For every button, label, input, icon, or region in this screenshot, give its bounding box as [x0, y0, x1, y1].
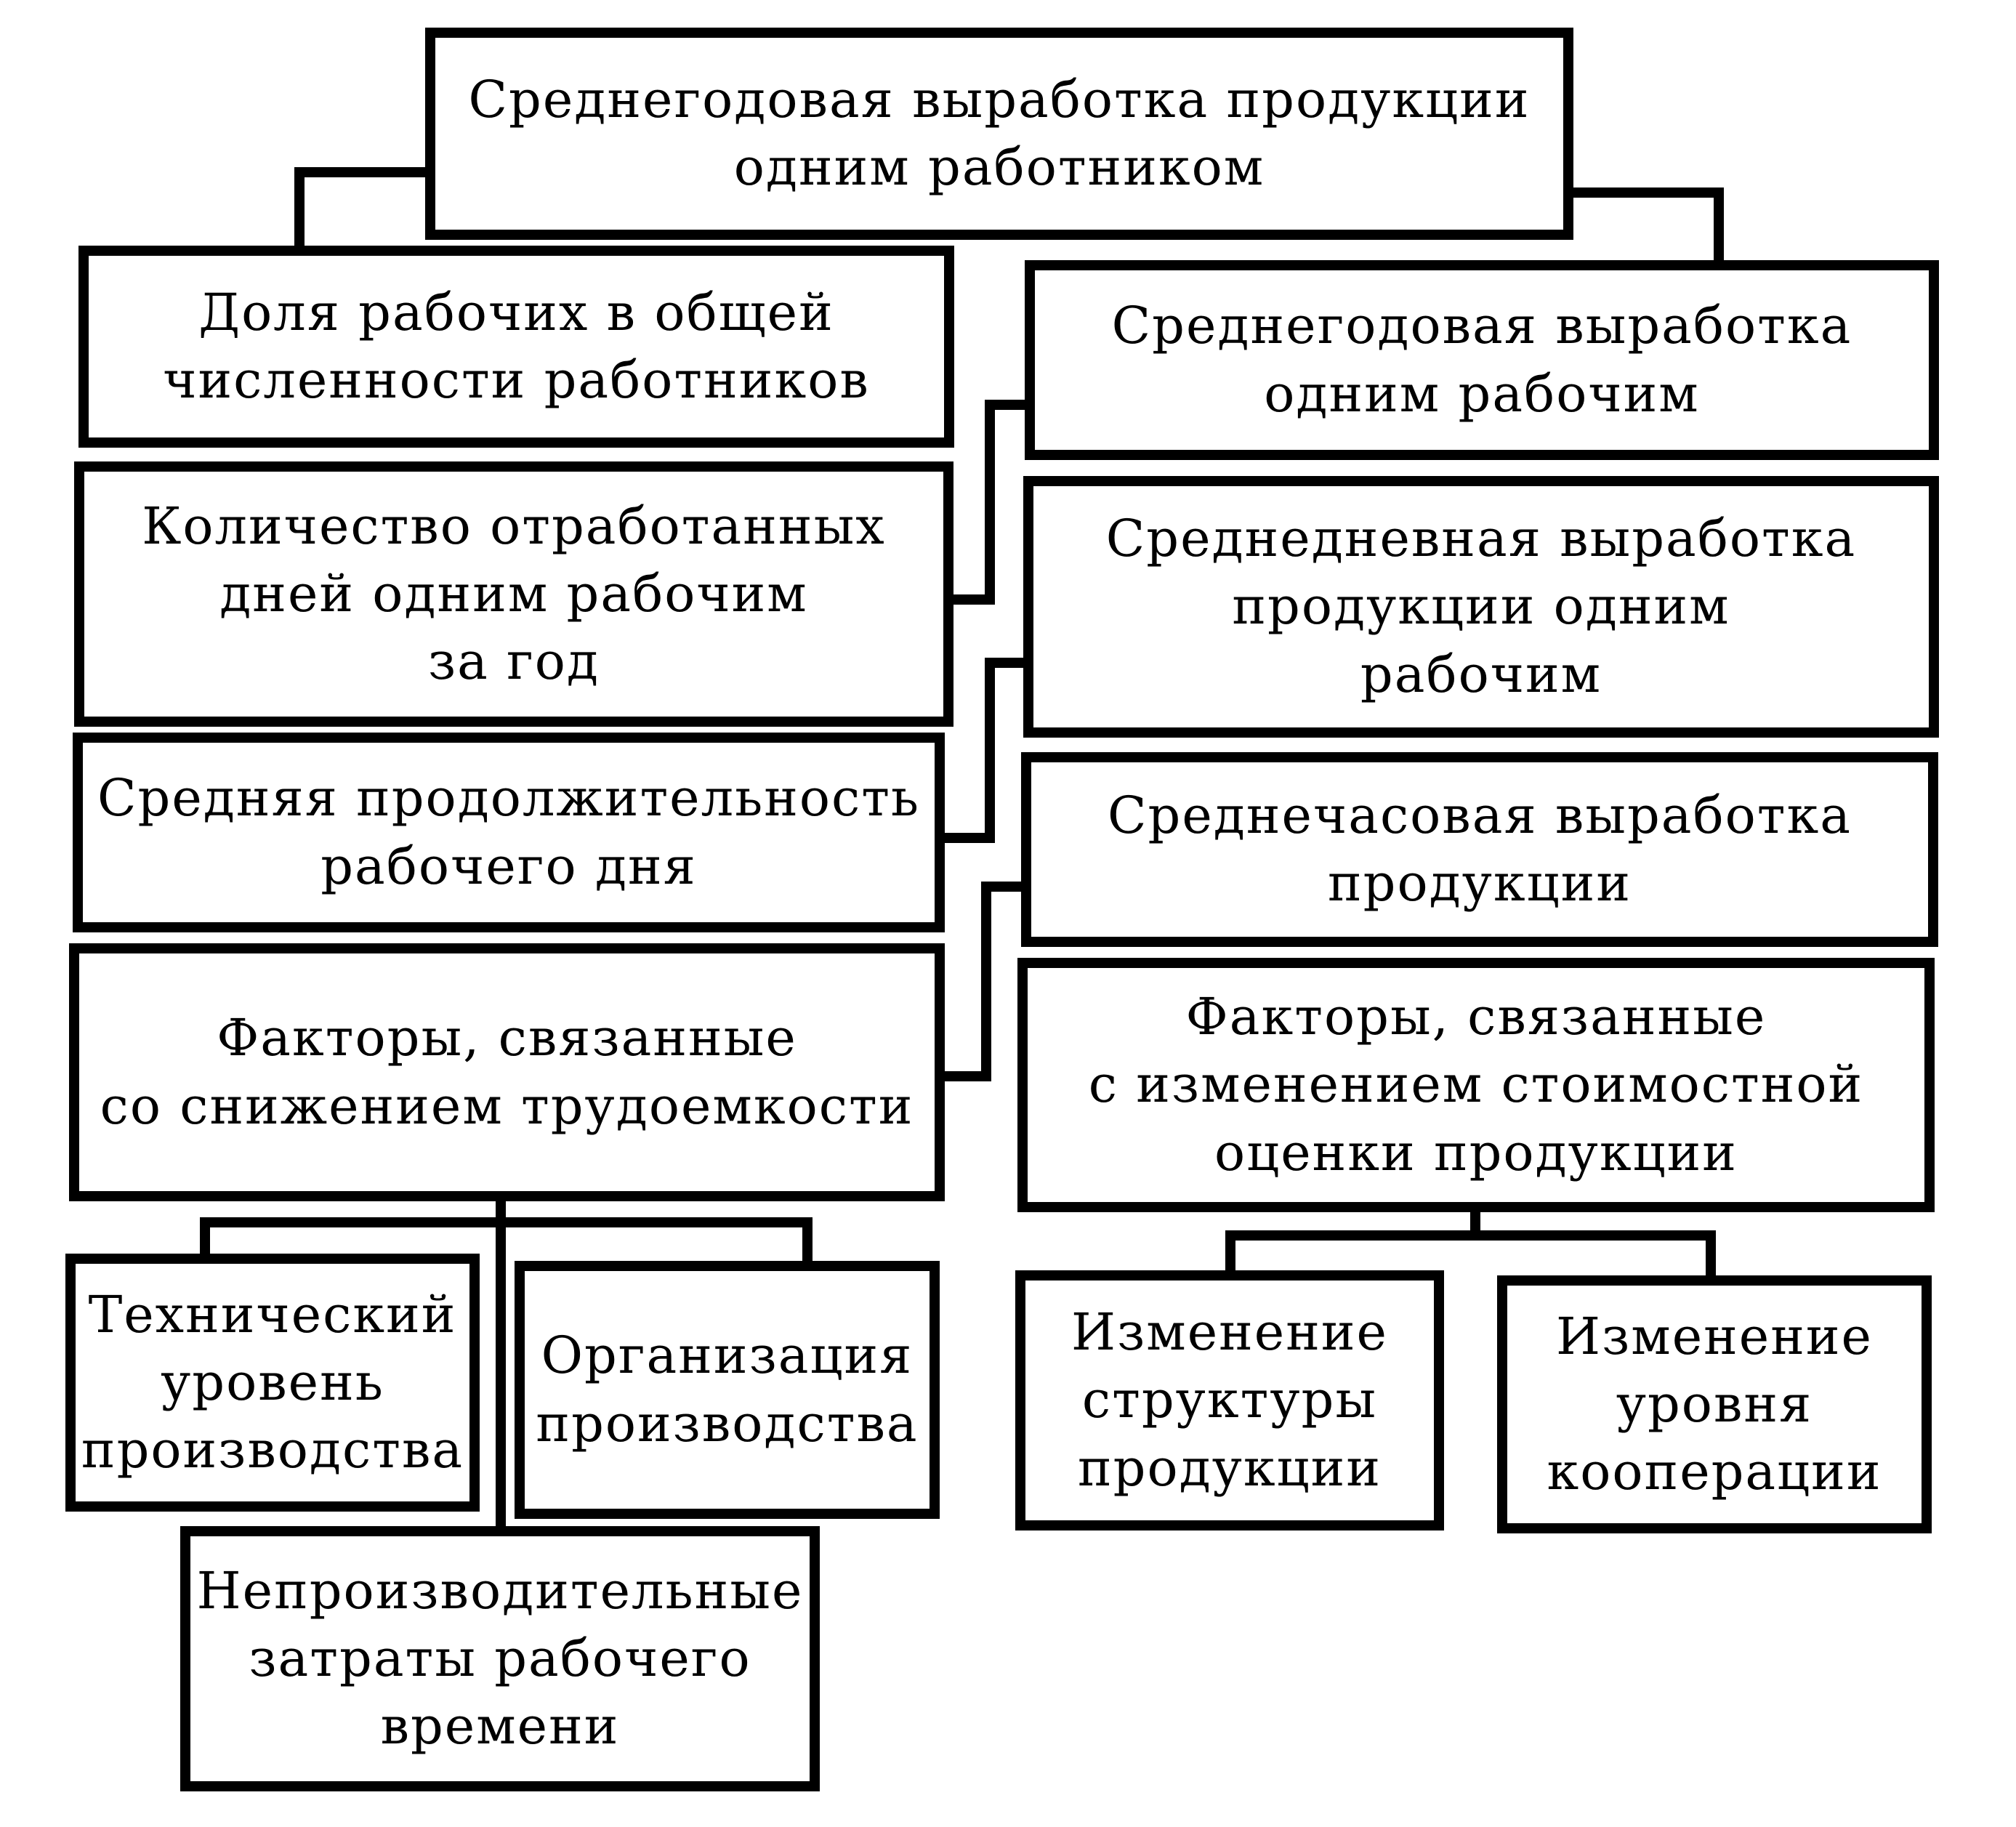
connector-line: [496, 1195, 506, 1541]
annual-output-per-worker-label: Среднегодовая выработка одним рабочим: [1111, 296, 1852, 424]
connector-line: [1714, 187, 1724, 269]
connector-line: [294, 167, 432, 177]
days-worked-label: Количество отработанных дней одним рабоч…: [142, 496, 886, 692]
connector-line: [802, 1217, 813, 1268]
connector-line: [940, 1071, 991, 1081]
daily-output-box: Среднедневная выработка продукции одним …: [1023, 476, 1939, 738]
connector-line: [941, 833, 995, 843]
labor-intensity-factors-label: Факторы, связанные со снижением трудоемк…: [100, 1008, 914, 1136]
technical-level-label: Технический уровень производства: [81, 1284, 464, 1480]
annual-output-per-worker-box: Среднегодовая выработка одним рабочим: [1025, 260, 1939, 460]
value-factors-box: Факторы, связанные с изменением стоимост…: [1017, 958, 1935, 1212]
worker-share-box: Доля рабочих в общей численности работни…: [78, 246, 954, 448]
connector-line: [1706, 1230, 1716, 1281]
connector-line: [1225, 1230, 1235, 1278]
unproductive-time-box: Непроизводительные затраты рабочего врем…: [180, 1526, 820, 1791]
unproductive-time-label: Непроизводительные затраты рабочего врем…: [196, 1560, 804, 1757]
hourly-output-label: Среднечасовая выработка продукции: [1107, 785, 1852, 913]
connector-line: [981, 882, 991, 1081]
days-worked-box: Количество отработанных дней одним рабоч…: [74, 461, 953, 727]
technical-level-box: Технический уровень производства: [65, 1254, 480, 1512]
production-organization-box: Организация производства: [515, 1261, 940, 1519]
connector-line: [1563, 187, 1724, 198]
value-factors-label: Факторы, связанные с изменением стоимост…: [1088, 987, 1864, 1182]
production-organization-label: Организация производства: [536, 1326, 919, 1453]
connector-line: [985, 658, 1031, 668]
connector-line: [200, 1217, 813, 1227]
connector-line: [985, 400, 1031, 410]
structure-change-box: Изменение структуры продукции: [1015, 1270, 1444, 1530]
root-box: Среднегодовая выработка продукции одним …: [425, 28, 1573, 240]
workday-length-label: Средняя продолжительность рабочего дня: [97, 768, 921, 896]
cooperation-change-label: Изменение уровня кооперации: [1547, 1306, 1882, 1502]
connector-line: [200, 1217, 210, 1261]
worker-share-label: Доля рабочих в общей численности работни…: [163, 282, 870, 410]
workday-length-box: Средняя продолжительность рабочего дня: [73, 733, 945, 932]
root-label: Среднегодовая выработка продукции одним …: [468, 69, 1531, 197]
connector-line: [985, 400, 995, 605]
labor-intensity-factors-box: Факторы, связанные со снижением трудоемк…: [69, 943, 945, 1201]
connector-line: [294, 167, 305, 251]
connector-line: [1225, 1230, 1716, 1241]
hourly-output-box: Среднечасовая выработка продукции: [1021, 752, 1938, 947]
connector-line: [945, 594, 995, 605]
daily-output-label: Среднедневная выработка продукции одним …: [1105, 509, 1857, 704]
structure-change-label: Изменение структуры продукции: [1071, 1302, 1388, 1498]
connector-line: [981, 882, 1030, 892]
connector-line: [985, 658, 995, 843]
cooperation-change-box: Изменение уровня кооперации: [1497, 1275, 1932, 1533]
